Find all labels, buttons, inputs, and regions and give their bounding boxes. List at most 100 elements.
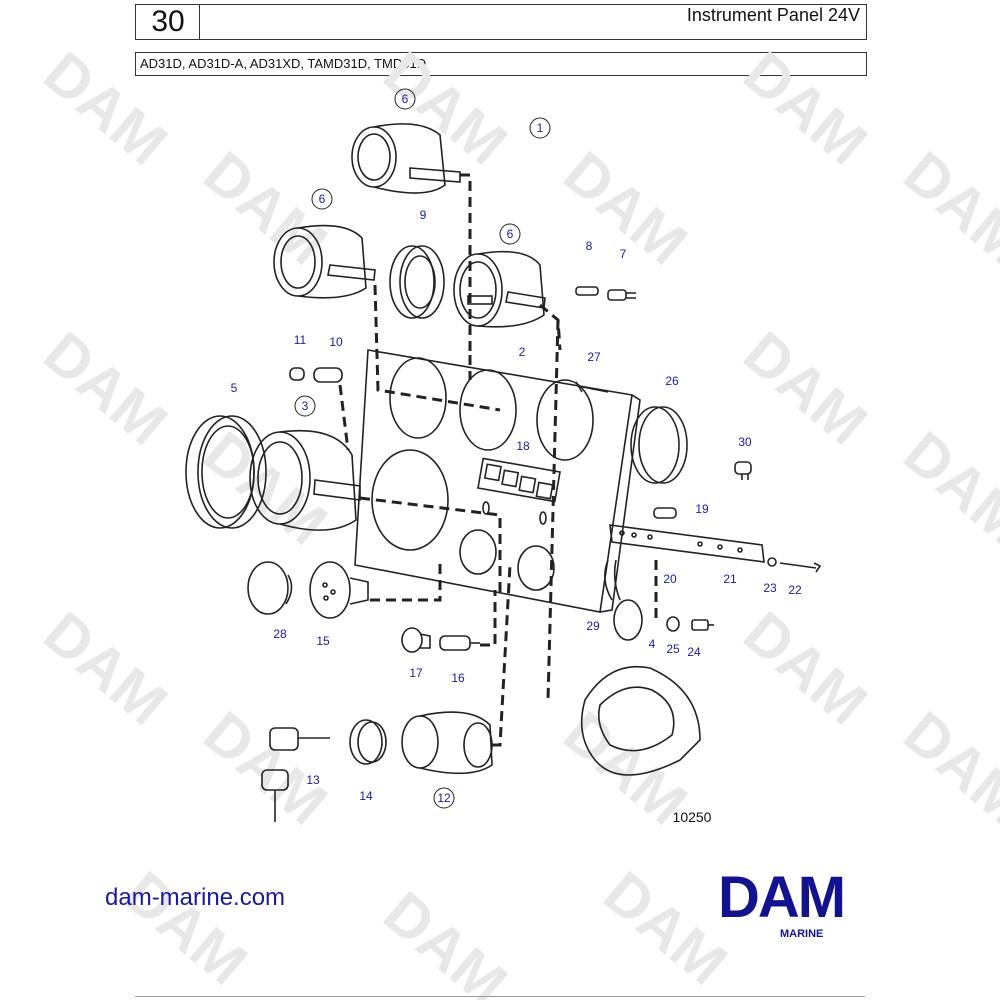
website-link[interactable]: dam-marine.com — [105, 884, 286, 911]
callout-3: 3 — [302, 399, 309, 413]
callout-6: 6 — [402, 92, 409, 106]
gauge-left — [273, 224, 376, 299]
watermark-text: DAM — [892, 419, 1000, 558]
callout-26: 26 — [665, 374, 679, 388]
logo-wordmark: DAM — [718, 865, 846, 930]
callout-27: 27 — [587, 350, 601, 364]
callout-13: 13 — [306, 773, 320, 787]
cap-28 — [247, 561, 293, 615]
dam-marine-logo: DAM MARINE — [718, 868, 898, 948]
connector-29 — [604, 559, 643, 641]
callout-circle — [499, 223, 521, 245]
callout-circle — [294, 395, 316, 417]
panel-hole — [371, 449, 449, 551]
warning-light-strip — [477, 457, 561, 503]
terminal-strip-21 — [609, 524, 765, 563]
bezel-5 — [185, 415, 267, 529]
bulb-11 — [289, 367, 305, 381]
callout-12: 12 — [437, 791, 451, 805]
page-number-box: 30 — [135, 4, 201, 40]
cover-4 — [580, 665, 701, 776]
bulb-17 — [401, 627, 431, 653]
panel-plate-edge — [599, 394, 641, 613]
bulb-8 — [575, 286, 599, 296]
watermark-text: DAM — [32, 599, 180, 738]
bezel-26 — [630, 406, 688, 484]
ignition-switch-12 — [401, 711, 493, 775]
callout-4: 4 — [649, 637, 656, 651]
callout-5: 5 — [231, 381, 238, 395]
watermark-text: DAM — [892, 139, 1000, 278]
callout-16: 16 — [451, 671, 465, 685]
watermark-text: DAM — [372, 879, 520, 1000]
lamp-19 — [653, 507, 677, 519]
watermark-text: DAM — [192, 419, 340, 558]
callout-circle — [433, 787, 455, 809]
gauge-top — [351, 123, 461, 194]
callout-circle — [529, 117, 551, 139]
callout-8: 8 — [586, 239, 593, 253]
panel-hole — [389, 357, 447, 439]
bottom-rule — [135, 996, 865, 997]
callout-6: 6 — [507, 227, 514, 241]
screw-27 — [575, 381, 609, 393]
washer-23 — [767, 557, 777, 567]
logo-subtext: MARINE — [780, 928, 824, 940]
callout-24: 24 — [687, 645, 701, 659]
watermark-text: DAM — [192, 699, 340, 838]
callout-20: 20 — [663, 572, 677, 586]
callout-15: 15 — [316, 634, 330, 648]
callout-circle — [394, 88, 416, 110]
screw-24 — [691, 619, 714, 631]
engine-models: AD31D, AD31D-A, AD31XD, TAMD31D, TMD31D — [140, 56, 427, 71]
panel-hole — [459, 529, 497, 575]
watermark-text: DAM — [732, 39, 880, 178]
callout-18: 18 — [516, 439, 530, 453]
callout-21: 21 — [723, 572, 737, 586]
callout-19: 19 — [695, 502, 709, 516]
callout-22: 22 — [788, 583, 802, 597]
title-box: Instrument Panel 24V — [199, 4, 867, 40]
tachometer-3 — [249, 429, 361, 531]
models-box: AD31D, AD31D-A, AD31XD, TAMD31D, TMD31D — [135, 52, 867, 76]
bezel-9 — [389, 245, 445, 319]
callout-17: 17 — [409, 666, 423, 680]
watermark-text: DAM — [732, 599, 880, 738]
panel-hole — [459, 369, 517, 451]
watermark-text: DAM — [892, 699, 1000, 838]
washer-25 — [666, 616, 680, 632]
watermark-text: DAM — [732, 319, 880, 458]
callout-30: 30 — [738, 435, 752, 449]
callout-14: 14 — [359, 789, 373, 803]
watermark-text: DAM — [372, 39, 520, 178]
gauge-center — [453, 250, 546, 328]
callout-2: 2 — [519, 345, 526, 359]
drawing-number: 10250 — [673, 809, 712, 825]
callout-23: 23 — [763, 581, 777, 595]
panel-hole — [536, 379, 594, 461]
switch-16 — [439, 635, 480, 651]
callout-11: 11 — [294, 333, 307, 347]
bulb-30 — [734, 461, 752, 480]
connection-lines — [338, 173, 658, 747]
callout-9: 9 — [420, 208, 427, 222]
watermark-text: DAM — [32, 39, 180, 178]
bulb-holder-7 — [607, 289, 636, 301]
nut-14 — [349, 719, 387, 765]
key-13 — [261, 727, 330, 822]
callout-6: 6 — [319, 192, 326, 206]
screw-22 — [779, 562, 822, 573]
page-title: Instrument Panel 24V — [686, 5, 860, 25]
callout-7: 7 — [620, 247, 627, 261]
watermark-text: DAM — [112, 859, 260, 998]
callout-1: 1 — [537, 121, 544, 135]
page-number: 30 — [151, 5, 185, 38]
socket-15 — [309, 561, 369, 619]
callout-10: 10 — [329, 335, 343, 349]
callout-28: 28 — [273, 627, 287, 641]
callout-29: 29 — [586, 619, 600, 633]
panel-hole — [517, 545, 555, 591]
callout-circle — [311, 188, 333, 210]
